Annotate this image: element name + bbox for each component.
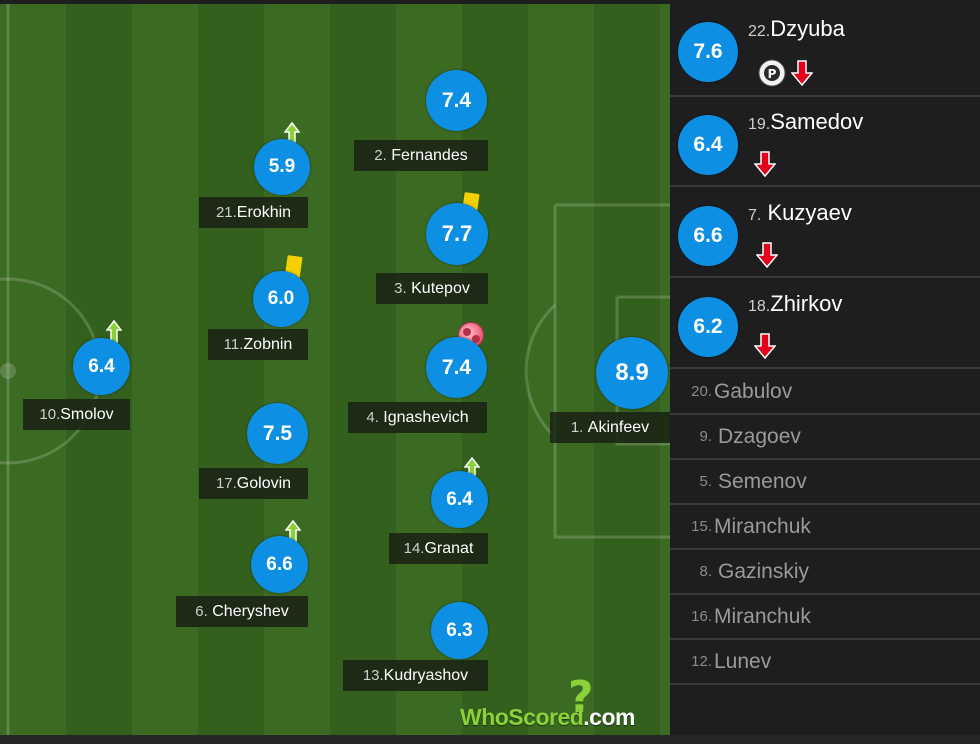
shirt-number: 16. [691,608,712,625]
player-name: 1. Akinfeev [550,412,670,443]
rating-badge: 7.7 [426,203,488,265]
rating-badge: 6.4 [678,115,738,175]
rating-badge: 7.4 [426,70,487,131]
shirt-number: 17. [215,475,237,492]
sub-out-arrow-icon [754,333,776,359]
shirt-number: 8. [699,563,712,580]
sub-row-gazinskiy[interactable]: 8. Gazinskiy [670,550,980,595]
shirt-number: 3. [394,280,407,297]
rating-badge: 6.2 [678,297,738,357]
player-label: Smolov [60,405,114,423]
sub-row-zhirkov[interactable]: 6.2 18.Zhirkov [670,279,980,369]
sub-name: 22.Dzyuba [748,16,845,42]
sub-name: 19.Samedov [748,109,863,135]
player-label: Erokhin [236,203,292,221]
shirt-number: 15. [691,518,712,535]
sub-out-arrow-icon [791,60,813,86]
player-name: 13.Kudryashov [343,660,488,691]
player-label: Granat [424,539,474,557]
sub-name: 7. Kuzyaev [748,200,852,226]
sub-label: Gazinskiy [718,559,810,583]
shirt-number: 7. [748,207,762,224]
player-label: Akinfeev [587,418,650,436]
shirt-number: 22. [748,23,771,40]
logo-text-domain: .com [583,704,635,730]
sub-label: Dzyuba [770,16,845,41]
shirt-number: 19. [748,116,771,133]
player-label: Zobnin [243,335,293,353]
sub-row-dzagoev[interactable]: 9. Dzagoev [670,415,980,460]
player-label: Kutepov [411,279,470,297]
player-label: Kudryashov [383,666,469,684]
sub-label: Samedov [770,109,864,134]
bottom-bar [0,735,980,744]
sub-row-miranchuk-15[interactable]: 15.Miranchuk [670,505,980,550]
sub-label: Semenov [718,469,807,493]
player-name: 11.Zobnin [208,329,308,360]
sub-row-kuzyaev[interactable]: 6.6 7. Kuzyaev [670,188,980,278]
sub-row-semenov[interactable]: 5. Semenov [670,460,980,505]
player-name: 10.Smolov [23,399,130,430]
sub-row-dzyuba[interactable]: 7.6 22.Dzyuba P [670,4,980,97]
rating-badge: 7.4 [426,337,487,398]
sub-label: Dzagoev [718,424,801,448]
sub-label: Gabulov [714,379,793,403]
sub-row-gabulov[interactable]: 20.Gabulov [670,370,980,415]
sub-out-arrow-icon [754,151,776,177]
rating-badge: 6.4 [431,471,488,528]
player-name: 4. Ignashevich [348,402,487,433]
player-label: Fernandes [391,146,468,164]
rating-badge: 7.6 [678,22,738,82]
penalty-goal-icon: P [758,59,786,87]
sub-row-lunev[interactable]: 12.Lunev [670,640,980,685]
player-label: Cheryshev [212,602,289,620]
shirt-number: 4. [366,409,379,426]
shirt-number: 20. [691,383,712,400]
rating-badge: 6.6 [251,536,308,593]
player-name: 14.Granat [389,533,488,564]
sub-label: Zhirkov [770,291,843,316]
logo-text-main: WhoScored [460,704,584,730]
rating-badge: 6.0 [253,271,309,327]
rating-badge: 8.9 [596,337,668,409]
shirt-number: 18. [748,298,771,315]
rating-badge: 7.5 [247,403,308,464]
shirt-number: 5. [699,473,712,490]
player-label: Ignashevich [383,408,469,426]
sub-label: Kuzyaev [767,200,852,225]
shirt-number: 9. [699,428,712,445]
svg-text:P: P [768,67,777,81]
rating-badge: 6.4 [73,338,130,395]
rating-badge: 5.9 [254,139,310,195]
sub-name: 18.Zhirkov [748,291,842,317]
logo-question-mark: ? [568,672,594,723]
shirt-number: 12. [691,653,712,670]
substitutes-panel: 7.6 22.Dzyuba P 6.4 19.Samedov 6.6 7. Ku… [670,4,980,735]
pitch: 7.4 2. Fernandes 5.9 21.Erokhin 7.7 3. K… [0,4,670,735]
player-name: 3. Kutepov [376,273,488,304]
rating-badge: 6.6 [678,206,738,266]
rating-badge: 6.3 [431,602,488,659]
sub-label: Lunev [714,649,772,673]
player-label: Golovin [236,474,292,492]
shirt-number: 10. [39,406,61,423]
player-name: 2. Fernandes [354,140,488,171]
whoscored-logo: ? WhoScored.com [460,672,660,732]
shirt-number: 1. [570,419,584,436]
sub-row-samedov[interactable]: 6.4 19.Samedov [670,97,980,187]
shirt-number: 2. [374,147,387,164]
sub-out-arrow-icon [756,242,778,268]
shirt-number: 14. [403,540,425,557]
player-name: 21.Erokhin [199,197,308,228]
shirt-number: 6. [195,603,208,620]
shirt-number: 13. [362,667,384,684]
sub-label: Miranchuk [714,604,811,628]
sub-row-miranchuk-16[interactable]: 16.Miranchuk [670,595,980,640]
shirt-number: 21. [215,204,237,221]
logo-text: WhoScored.com [460,704,635,731]
shirt-number: 11. [223,336,244,353]
sub-label: Miranchuk [714,514,811,538]
player-name: 6. Cheryshev [176,596,308,627]
player-name: 17.Golovin [199,468,308,499]
